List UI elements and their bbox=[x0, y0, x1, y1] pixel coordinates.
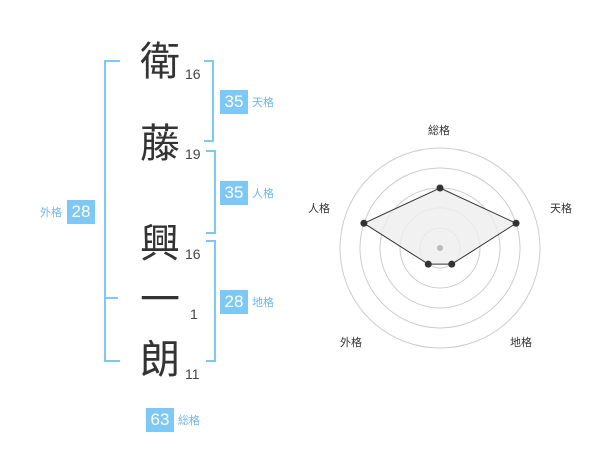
chikaku-bracket bbox=[206, 240, 216, 362]
gaikaku-score: 外格 28 bbox=[40, 200, 95, 224]
jinkaku-label: 人格 bbox=[252, 187, 274, 200]
name-char-3: 興 bbox=[140, 221, 180, 267]
tenkaku-bracket bbox=[204, 60, 214, 142]
chikaku-value: 28 bbox=[220, 290, 248, 314]
tenkaku-label: 天格 bbox=[252, 96, 274, 109]
name-char-1: 衛 bbox=[140, 39, 180, 85]
radar-label-chikaku: 地格 bbox=[510, 336, 532, 349]
radar-point bbox=[436, 184, 444, 192]
radar-grid-ring bbox=[339, 147, 541, 349]
tenkaku-score: 35 天格 bbox=[220, 90, 274, 114]
stroke-count-1: 16 bbox=[185, 66, 201, 82]
radar-point bbox=[424, 260, 432, 268]
jinkaku-value: 35 bbox=[220, 181, 248, 205]
radar-label-tenkaku: 天格 bbox=[550, 202, 572, 215]
chikaku-label: 地格 bbox=[252, 296, 274, 309]
stroke-count-5: 11 bbox=[185, 366, 200, 382]
radar-point bbox=[512, 219, 520, 227]
jinkaku-bracket bbox=[206, 150, 216, 234]
name-char-2: 藤 bbox=[140, 121, 180, 167]
soukaku-value: 63 bbox=[146, 408, 174, 432]
radar-point bbox=[448, 260, 456, 268]
radar-label-jinkaku: 人格 bbox=[308, 202, 330, 215]
radar-label-soukaku: 総格 bbox=[428, 124, 450, 137]
gaikaku-label: 外格 bbox=[40, 206, 62, 219]
outer-left-bracket bbox=[104, 60, 120, 362]
chikaku-score: 28 地格 bbox=[220, 290, 274, 314]
radar-point bbox=[360, 219, 368, 227]
name-char-4: 一 bbox=[140, 277, 180, 323]
jinkaku-score: 35 人格 bbox=[220, 181, 274, 205]
radar-polygon bbox=[362, 187, 518, 265]
soukaku-label: 総格 bbox=[178, 414, 200, 427]
stroke-count-4: 1 bbox=[190, 306, 198, 322]
name-char-5: 朗 bbox=[140, 337, 180, 383]
stroke-count-3: 16 bbox=[185, 246, 201, 262]
tenkaku-value: 35 bbox=[220, 90, 248, 114]
stroke-count-2: 19 bbox=[185, 146, 201, 162]
outer-left-bracket-split bbox=[104, 297, 118, 299]
radar-center-dot bbox=[437, 245, 443, 251]
radar-grid-ring bbox=[359, 167, 521, 329]
gaikaku-value: 28 bbox=[67, 200, 95, 224]
soukaku-score: 63 総格 bbox=[146, 408, 200, 432]
radar-label-gaikaku: 外格 bbox=[340, 336, 362, 349]
